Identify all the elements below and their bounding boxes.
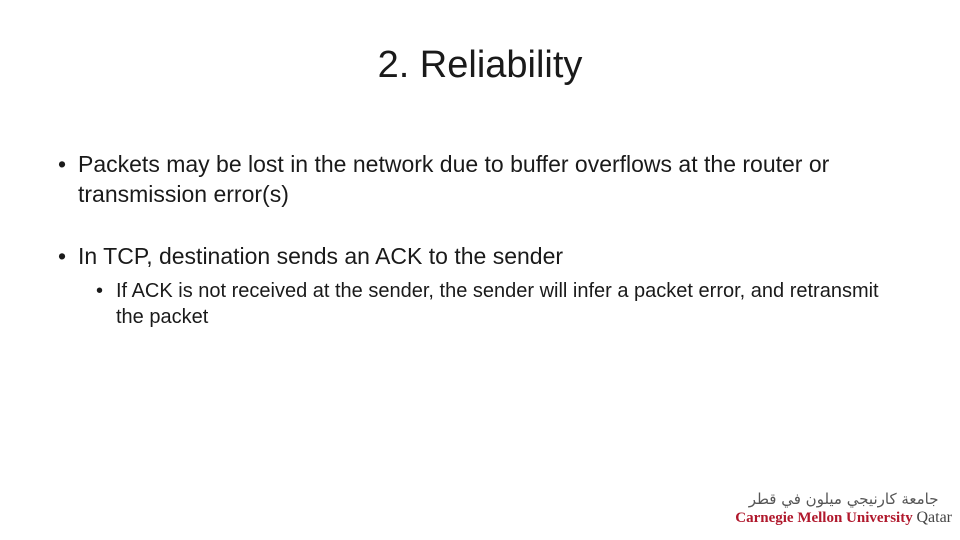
- bullet-dot: •: [58, 243, 67, 269]
- bullet-dot: •: [96, 280, 104, 302]
- bullet-dot: •: [58, 151, 67, 177]
- bullet-text: In TCP, destination sends an ACK to the …: [78, 243, 564, 269]
- slide-title: 2. Reliability: [377, 44, 583, 86]
- logo-suffix: Qatar: [916, 509, 952, 526]
- bullet-text: Packets may be lost in the network due t…: [78, 151, 830, 207]
- cmu-qatar-logo: جامعة كارنيجي ميلون في قطر Carnegie Mell…: [735, 490, 952, 528]
- logo-name: Carnegie Mellon University: [735, 510, 913, 526]
- logo-english: Carnegie Mellon University Qatar: [735, 508, 952, 528]
- bullet-1: • Packets may be lost in the network due…: [58, 149, 848, 209]
- sub-bullet-text: If ACK is not received at the sender, th…: [116, 280, 879, 328]
- sub-bullet-1: • If ACK is not received at the sender, …: [96, 278, 886, 330]
- logo-arabic: جامعة كارنيجي ميلون في قطر: [748, 490, 939, 508]
- bullet-2: • In TCP, destination sends an ACK to th…: [58, 241, 858, 271]
